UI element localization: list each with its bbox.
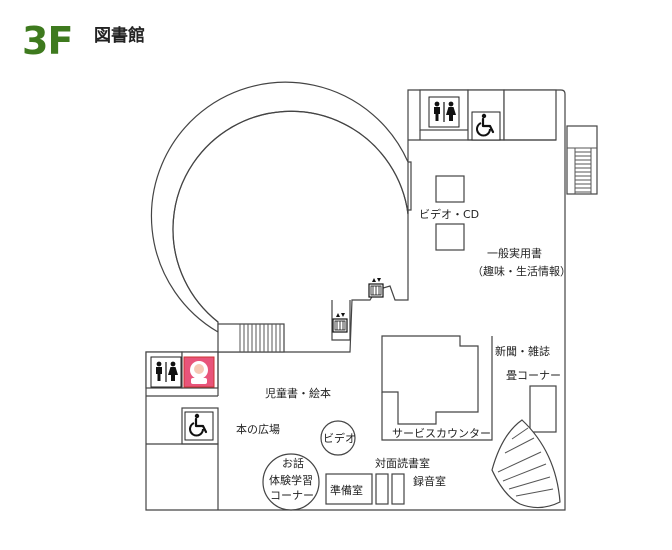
wheelchair-icon-top <box>471 111 501 141</box>
facility-name: 図書館 <box>94 26 145 46</box>
video-cd-label: ビデオ・CD <box>419 207 479 221</box>
wheelchair-icon-left <box>184 411 214 441</box>
story-corner-label-1: お話 <box>282 456 304 470</box>
story-corner-label-2: 体験学習 <box>269 473 313 487</box>
childrens-books-label: 児童書・絵本 <box>265 386 331 400</box>
service-counter-structure <box>381 335 479 425</box>
spiral-staircase <box>491 419 561 509</box>
general-books-label: 一般実用書 <box>487 246 542 260</box>
restroom-icon-top <box>428 96 460 128</box>
tatami-corner <box>529 385 557 433</box>
floor-number: 3F <box>22 19 73 63</box>
video-booth-label: ビデオ <box>323 431 356 445</box>
tatami-label: 畳コーナー <box>506 369 561 382</box>
story-corner-label-3: コーナー <box>270 489 314 502</box>
service-counter-label: サービスカウンター <box>392 427 491 440</box>
general-books-sub-label: （趣味・生活情報） <box>472 264 571 278</box>
elevator-icon-lower <box>332 312 348 333</box>
book-plaza-label: 本の広場 <box>236 422 280 436</box>
reading-room-1 <box>375 473 389 505</box>
reading-room-2 <box>391 473 405 505</box>
video-cd-shelf-1 <box>435 175 465 203</box>
video-cd-shelf-2 <box>435 223 465 251</box>
story-corner <box>262 453 320 511</box>
prep-room <box>325 473 373 505</box>
elevator-icon-upper <box>368 277 384 298</box>
newspaper-label: 新聞・雑誌 <box>495 344 550 358</box>
video-booth <box>320 420 356 456</box>
stairs-middle <box>217 323 285 353</box>
prep-room-label: 準備室 <box>330 483 363 497</box>
reading-room-label: 対面読書室 <box>375 456 430 470</box>
recording-room-label: 録音室 <box>413 474 446 488</box>
restroom-icon-left <box>150 356 182 388</box>
baby-care-icon <box>183 356 215 388</box>
